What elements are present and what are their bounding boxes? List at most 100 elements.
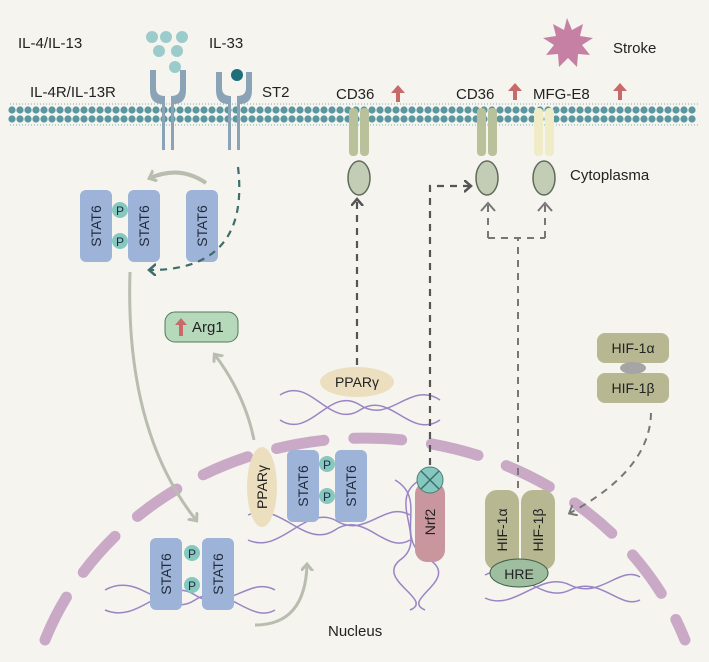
lipid-head — [16, 115, 24, 123]
lipid-head — [144, 106, 152, 114]
lipid-head — [504, 115, 512, 123]
il33-ligand — [231, 69, 243, 81]
lipid-head — [424, 106, 432, 114]
lipid-head — [248, 115, 256, 123]
label-cd36-left: CD36 — [336, 86, 374, 103]
lipid-head — [296, 115, 304, 123]
lipid-head — [624, 115, 632, 123]
lipid-head — [64, 106, 72, 114]
dna-helix-stat6-bottom — [104, 584, 276, 614]
dna-helix-ppar — [279, 389, 441, 426]
lipid-head — [72, 106, 80, 114]
svg-text:PPARγ: PPARγ — [254, 465, 270, 509]
lipid-head — [128, 115, 136, 123]
lipid-head — [272, 106, 280, 114]
lipid-head — [576, 106, 584, 114]
lipid-head — [592, 106, 600, 114]
lipid-head — [296, 106, 304, 114]
mfge8-receptor — [532, 108, 556, 196]
svg-text:PPARγ: PPARγ — [335, 374, 379, 390]
ppar-gamma-top: PPARγ — [320, 367, 394, 397]
svg-text:HIF-1β: HIF-1β — [611, 380, 654, 396]
label-il33: IL-33 — [209, 35, 243, 52]
lipid-head — [248, 106, 256, 114]
stat6-phospho-dimer-top: STAT6 STAT6 P P — [80, 190, 160, 262]
lipid-head — [400, 106, 408, 114]
svg-text:HIF-1β: HIF-1β — [530, 508, 546, 551]
lipid-head — [280, 106, 288, 114]
svg-text:HIF-1α: HIF-1α — [494, 508, 510, 551]
lipid-head — [96, 115, 104, 123]
lipid-head — [520, 115, 528, 123]
lipid-head — [288, 106, 296, 114]
lipid-head — [448, 106, 456, 114]
label-mfge8: MFG-E8 — [533, 86, 590, 103]
lipid-head — [256, 115, 264, 123]
lipid-head — [336, 115, 344, 123]
label-nucleus: Nucleus — [328, 623, 382, 640]
svg-text:P: P — [116, 235, 124, 249]
svg-text:P: P — [116, 204, 124, 218]
lipid-head — [664, 115, 672, 123]
lipid-head — [80, 106, 88, 114]
svg-text:STAT6: STAT6 — [343, 465, 359, 507]
lipid-head — [632, 106, 640, 114]
lipid-head — [184, 106, 192, 114]
lipid-head — [96, 106, 104, 114]
lipid-head — [464, 115, 472, 123]
lipid-head — [440, 106, 448, 114]
lipid-head — [392, 115, 400, 123]
svg-text:P: P — [323, 458, 331, 472]
lipid-head — [272, 115, 280, 123]
lipid-head — [640, 115, 648, 123]
svg-text:STAT6: STAT6 — [136, 205, 152, 247]
nuclear-envelope — [39, 432, 691, 646]
lipid-head — [368, 106, 376, 114]
lipid-head — [680, 106, 688, 114]
lipid-head — [632, 115, 640, 123]
lipid-head — [48, 106, 56, 114]
lipid-head — [328, 106, 336, 114]
svg-text:HRE: HRE — [504, 566, 534, 582]
lipid-head — [304, 106, 312, 114]
lipid-head — [616, 106, 624, 114]
lipid-head — [640, 106, 648, 114]
nrf2: Nrf2 — [415, 466, 445, 562]
lipid-head — [384, 115, 392, 123]
svg-text:HIF-1α: HIF-1α — [611, 340, 654, 356]
lipid-head — [16, 106, 24, 114]
arrow-dna-to-ppar — [254, 565, 307, 627]
label-il4r-il13r: IL-4R/IL-13R — [30, 84, 116, 101]
lipid-head — [320, 106, 328, 114]
lipid-head — [608, 115, 616, 123]
lipid-head — [600, 106, 608, 114]
arrow-hif-into-nucleus — [570, 412, 652, 513]
lipid-head — [208, 115, 216, 123]
lipid-head — [8, 106, 16, 114]
hif-hre-complex: HIF-1α HIF-1β HRE — [485, 490, 555, 588]
arrow-ppar-to-arg1 — [215, 355, 256, 441]
lipid-head — [424, 115, 432, 123]
svg-text:P: P — [188, 547, 196, 561]
lipid-head — [656, 115, 664, 123]
lipid-head — [600, 115, 608, 123]
arrow-nrf2-to-cd36 — [428, 186, 470, 465]
lipid-head — [304, 115, 312, 123]
lipid-head — [376, 106, 384, 114]
lipid-head — [440, 115, 448, 123]
lipid-head — [56, 115, 64, 123]
svg-text:STAT6: STAT6 — [194, 205, 210, 247]
lipid-head — [120, 106, 128, 114]
lipid-head — [152, 106, 160, 114]
lipid-head — [264, 115, 272, 123]
lipid-head — [672, 115, 680, 123]
arrow-hif-to-receptors — [487, 205, 546, 488]
lipid-head — [24, 106, 32, 114]
ppar-gamma-side: PPARγ — [247, 447, 277, 527]
lipid-head — [32, 106, 40, 114]
stroke-burst-icon — [543, 18, 593, 67]
lipid-head — [528, 115, 536, 123]
stat6-phospho-dimer-bottom: STAT6 STAT6 P P — [150, 538, 234, 610]
lipid-head — [496, 106, 504, 114]
